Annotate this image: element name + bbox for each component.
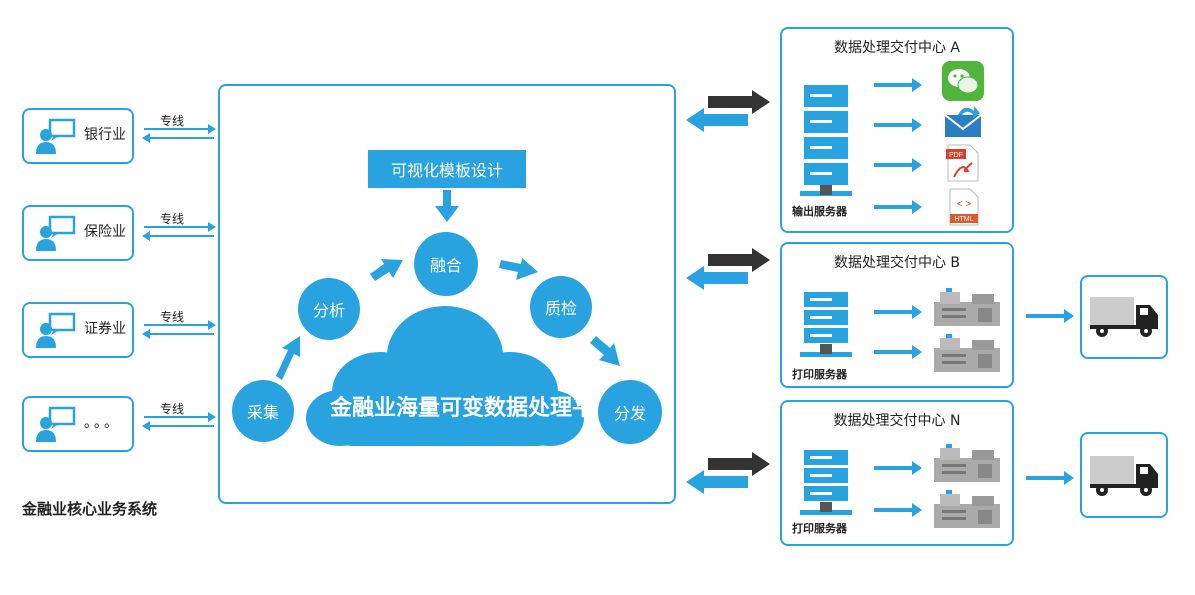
arrow-icon	[874, 461, 922, 475]
center-exchange-arrows	[686, 90, 770, 494]
arrow-icon	[1026, 309, 1074, 323]
cloud-shape	[306, 306, 584, 446]
node-collect[interactable]: 采集	[232, 380, 294, 442]
template-design-button[interactable]: 可视化模板设计	[368, 150, 526, 188]
center-title: 数据处理交付中心 N	[833, 413, 961, 429]
line-label: 专线	[160, 114, 185, 128]
truck-box-b	[1080, 275, 1168, 359]
truck-icon	[1090, 456, 1158, 496]
node-label: 融合	[429, 256, 462, 275]
arrow-icon	[874, 78, 922, 92]
line-label: 专线	[160, 402, 185, 416]
client-label: 。。。	[84, 415, 121, 431]
template-design-label: 可视化模板设计	[390, 161, 503, 180]
arrow-icon	[874, 118, 922, 132]
arrow-icon	[874, 200, 922, 214]
server-rack-icon	[800, 85, 852, 196]
node-merge[interactable]: 融合	[414, 232, 478, 296]
center-b-box: 数据处理交付中心 B 打印服务器	[780, 242, 1014, 388]
client-box-insurance[interactable]: 保险业	[22, 205, 134, 261]
system-label: 金融业核心业务系统	[22, 500, 158, 518]
client-label: 证券业	[84, 321, 126, 337]
arrow-icon	[874, 305, 922, 319]
arrow-icon	[874, 158, 922, 172]
center-a-box: 数据处理交付中心 A 输出服务器 PDF < > H	[780, 27, 1014, 233]
user-chat-icon	[36, 312, 76, 348]
server-label: 输出服务器	[792, 205, 847, 218]
server-rack-icon	[800, 450, 852, 515]
email-icon	[944, 106, 982, 137]
client-box-other[interactable]: 。。。	[22, 396, 134, 452]
arrow-icon	[874, 503, 922, 517]
html-icon-text: HTML	[954, 216, 973, 223]
node-analyze[interactable]: 分析	[298, 278, 360, 340]
html-icon: < > HTML	[949, 188, 979, 226]
truck-box-n	[1080, 432, 1168, 518]
user-chat-icon	[36, 406, 76, 442]
flow-arrows	[276, 190, 620, 380]
node-label: 质检	[544, 299, 577, 318]
printer-icon	[934, 288, 1000, 326]
node-qc[interactable]: 质检	[530, 276, 592, 338]
line-label: 专线	[160, 310, 185, 324]
truck-icon	[1090, 297, 1158, 337]
arrow-icon	[874, 345, 922, 359]
server-rack-icon	[800, 292, 852, 357]
platform-title: 金融业海量可变数据处理平台	[330, 396, 617, 421]
client-box-bank[interactable]: 银行业	[22, 108, 134, 164]
pdf-icon: PDF	[946, 144, 979, 182]
node-distribute[interactable]: 分发	[598, 380, 662, 444]
client-label: 银行业	[84, 127, 126, 143]
line-label: 专线	[160, 212, 185, 226]
center-title: 数据处理交付中心 A	[833, 40, 961, 56]
node-label: 分析	[312, 301, 345, 320]
wechat-icon	[942, 61, 984, 101]
printer-icon	[934, 444, 1000, 482]
pdf-icon-text: PDF	[949, 152, 963, 159]
user-chat-icon	[36, 215, 76, 251]
svg-text:< >: < >	[957, 199, 972, 210]
printer-icon	[934, 490, 1000, 528]
node-label: 分发	[613, 404, 646, 423]
center-title: 数据处理交付中心 B	[833, 255, 961, 271]
node-label: 采集	[246, 403, 279, 422]
printer-icon	[934, 334, 1000, 372]
client-label: 保险业	[84, 224, 126, 240]
server-label: 打印服务器	[792, 368, 847, 381]
connection-arrows-left	[142, 124, 216, 431]
center-n-box: 数据处理交付中心 N 打印服务器	[780, 400, 1014, 546]
server-label: 打印服务器	[792, 522, 847, 535]
client-box-securities[interactable]: 证券业	[22, 302, 134, 358]
user-chat-icon	[36, 118, 76, 154]
arrow-icon	[1026, 471, 1074, 485]
